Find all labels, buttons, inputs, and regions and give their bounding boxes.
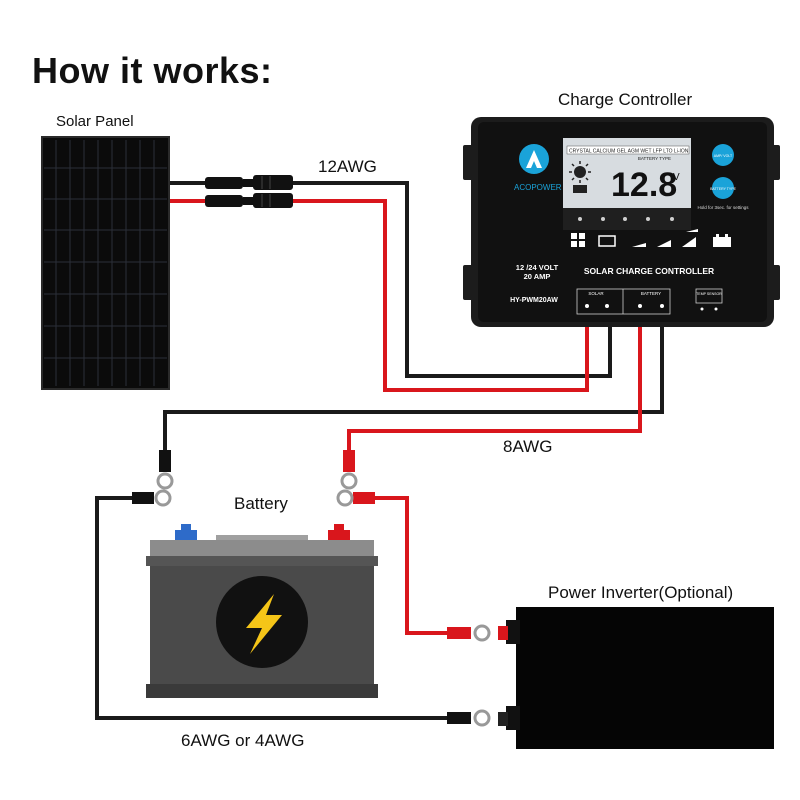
wires — [95, 181, 664, 720]
page-title: How it works: — [32, 50, 273, 91]
solar-positive-wire-2 — [290, 199, 589, 392]
terminal-solar-label: SOLAR — [588, 291, 604, 296]
brand-name: ACOPOWER — [514, 183, 562, 192]
lightning-bolt-icon — [246, 594, 282, 654]
power-inverter — [498, 607, 774, 749]
wire-12awg-label: 12AWG — [318, 157, 377, 176]
model-number: HY-PWM20AW — [510, 297, 558, 304]
battery-type-caption: BATTERY TYPE — [638, 156, 671, 161]
inverter-negative-wire — [95, 496, 447, 720]
temp-sensor-label: TEMP SENSOR — [696, 292, 722, 296]
power-inverter-label: Power Inverter(Optional) — [548, 583, 734, 602]
ring-terminal-icon — [132, 450, 491, 727]
wire-8awg-label: 8AWG — [503, 437, 553, 456]
battery-positive-wire — [347, 320, 642, 450]
status-icons — [571, 229, 731, 247]
amp-volt-button[interactable] — [712, 144, 734, 166]
battery-label: Battery — [234, 494, 288, 513]
mc4-connector-icon — [205, 175, 293, 208]
battery — [146, 524, 378, 698]
display-unit: V — [673, 172, 680, 183]
battery-negative-wire — [163, 320, 664, 450]
solar-panel-icon — [41, 136, 170, 390]
solar-panel-label: Solar Panel — [56, 113, 134, 130]
terminal-battery-label: BATTERY — [641, 291, 661, 296]
solar-negative-wire-2 — [290, 181, 612, 378]
acopower-logo — [519, 144, 549, 174]
battery-type-button-label: BATTERY TYPE — [710, 187, 736, 191]
inverter-positive-wire — [375, 496, 447, 635]
amp-rating: 20 AMP — [524, 272, 551, 281]
battery-type-button[interactable] — [712, 177, 734, 199]
charge-controller-label: Charge Controller — [558, 90, 693, 109]
battery-types-text: CRYSTAL CALCIUM GEL AGM WET LFP LTO Li-I… — [569, 149, 689, 155]
voltage-rating: 12 /24 VOLT — [516, 263, 559, 272]
product-name: SOLAR CHARGE CONTROLLER — [584, 266, 714, 276]
display-value: 12.8 — [611, 166, 677, 204]
sun-icon — [569, 161, 591, 193]
amp-volt-button-label: AMP/ VOLT — [714, 154, 733, 158]
hold-note: Hold for 3sec. for settings — [697, 205, 749, 210]
charge-controller: CRYSTAL CALCIUM GEL AGM WET LFP LTO Li-I… — [463, 117, 780, 327]
battery-type-bar — [566, 145, 690, 155]
wire-6awg-label: 6AWG or 4AWG — [181, 731, 305, 750]
